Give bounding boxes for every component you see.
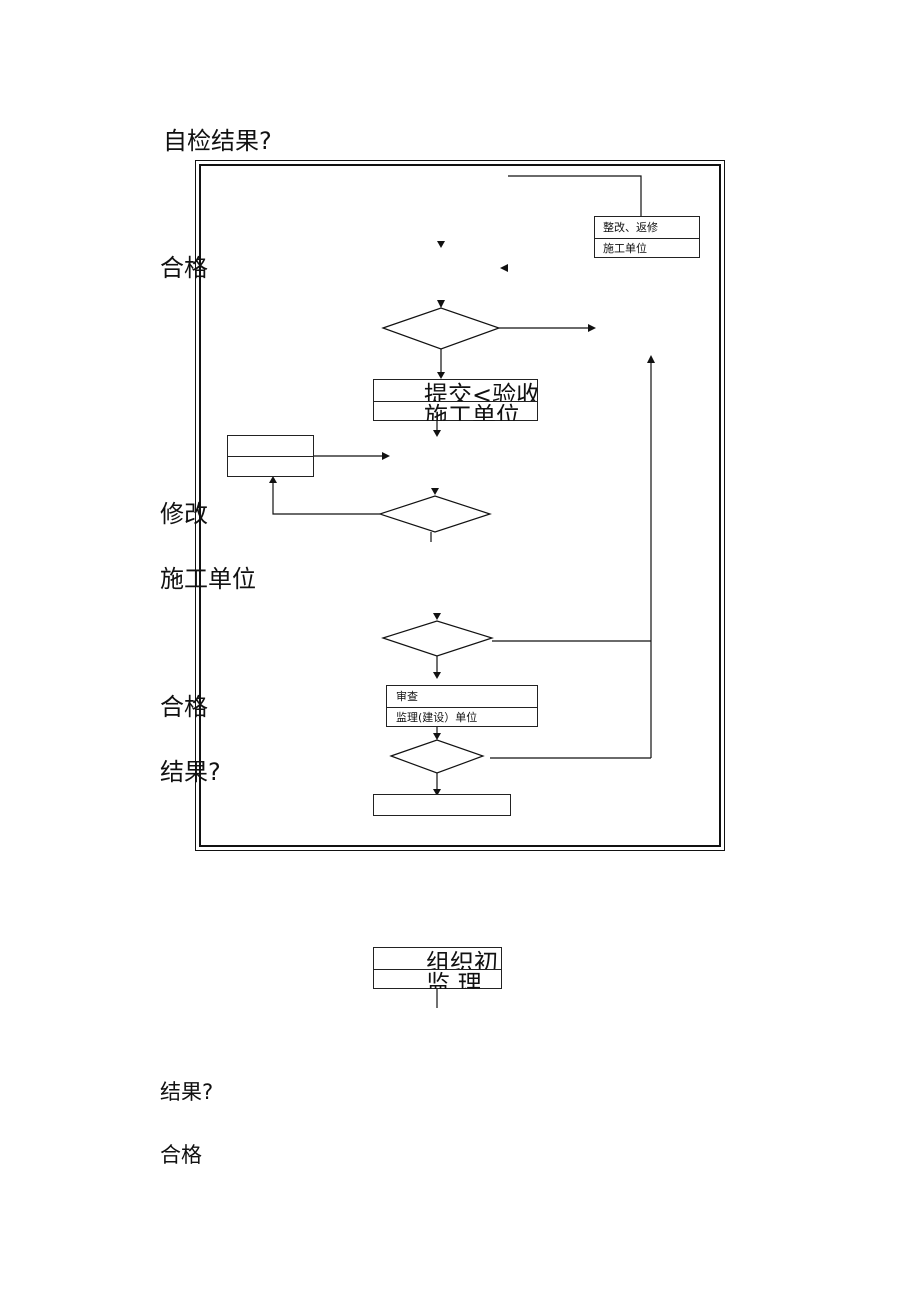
modify-box-top-row	[228, 436, 313, 456]
review-box: 审查 监理(建设）单位	[386, 685, 538, 727]
review-box-bottom: 监理(建设）单位	[387, 707, 537, 728]
modify-process-box	[227, 435, 314, 477]
pass-label-1: 合格	[160, 254, 208, 282]
rectify-box-bottom: 施工单位	[595, 238, 699, 259]
modify-label: 修改	[160, 500, 208, 528]
pass-label-3: 合格	[160, 1143, 202, 1167]
result-label-1: 结果?	[160, 758, 221, 786]
pass-label-2: 合格	[160, 693, 208, 721]
organize-inspection-box: 组织初 监 理	[373, 947, 502, 989]
rectify-box-top: 整改、返修	[603, 221, 658, 234]
result-label-2: 结果?	[160, 1080, 214, 1104]
final-step-box	[373, 794, 511, 816]
flowchart-frame-inner	[199, 164, 721, 847]
submit-box-top: 提交<验收	[424, 381, 537, 401]
modify-box-bottom-row	[228, 456, 313, 477]
submit-acceptance-box: 提交<验收 施工单位	[373, 379, 538, 421]
rectify-box: 整改、返修 施工单位	[594, 216, 700, 258]
organize-box-bottom: 监 理	[374, 969, 501, 989]
self-check-result-label: 自检结果?	[163, 127, 272, 155]
contractor-label: 施工单位	[160, 565, 256, 593]
flowchart-frame-outer	[195, 160, 725, 851]
review-box-top: 审查	[396, 690, 418, 703]
submit-box-bottom: 施工单位	[374, 401, 537, 421]
organize-box-top: 组织初	[426, 949, 498, 969]
